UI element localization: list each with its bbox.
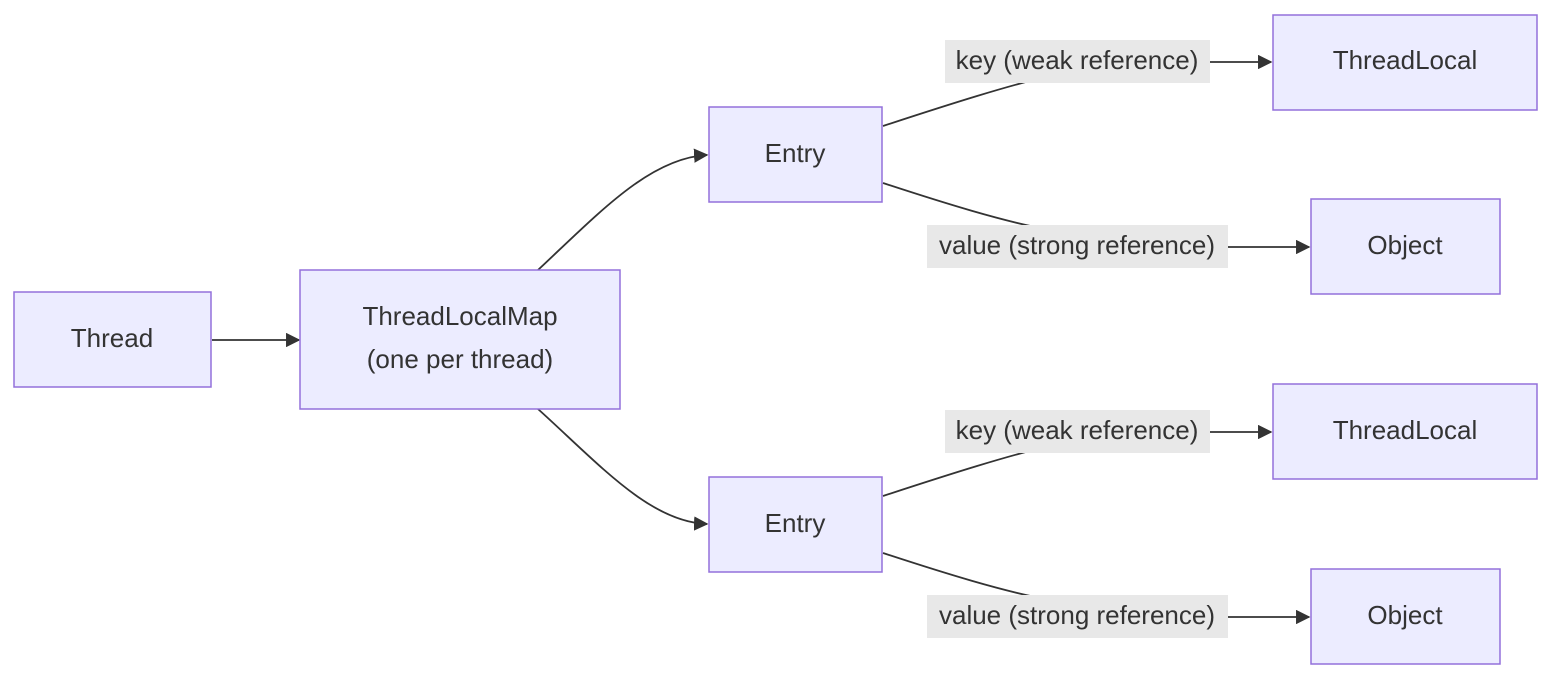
edge-entry1-value — [882, 182, 1041, 229]
edge-label-value-1-text: value (strong reference) — [939, 230, 1215, 260]
edges — [212, 54, 1311, 625]
node-entry-2-label: Entry — [765, 508, 826, 538]
edge-entry2-value — [882, 552, 1041, 599]
node-threadlocal-2: ThreadLocal — [1272, 383, 1538, 480]
edge-label-key-2: key (weak reference) — [945, 410, 1210, 453]
node-threadlocalmap: ThreadLocalMap (one per thread) — [299, 269, 621, 410]
edge-label-key-2-text: key (weak reference) — [956, 415, 1199, 445]
node-object-1: Object — [1310, 198, 1501, 295]
edge-label-key-1-text: key (weak reference) — [956, 45, 1199, 75]
node-entry-2: Entry — [708, 476, 883, 573]
edge-label-value-2: value (strong reference) — [927, 595, 1228, 638]
node-threadlocal-2-label: ThreadLocal — [1333, 415, 1478, 445]
edge-label-value-2-text: value (strong reference) — [939, 600, 1215, 630]
edge-label-key-1: key (weak reference) — [945, 40, 1210, 83]
edge-entry1-key — [882, 75, 1051, 127]
node-entry-1: Entry — [708, 106, 883, 203]
node-threadlocal-1: ThreadLocal — [1272, 14, 1538, 111]
node-object-2-label: Object — [1367, 600, 1443, 630]
node-thread: Thread — [13, 291, 212, 388]
edge-map-to-entry2 — [537, 408, 709, 531]
edge-label-value-1: value (strong reference) — [927, 225, 1228, 268]
node-threadlocal-1-label: ThreadLocal — [1333, 45, 1478, 75]
node-threadlocalmap-label: ThreadLocalMap — [362, 301, 557, 331]
node-thread-label: Thread — [71, 323, 153, 353]
node-object-1-label: Object — [1367, 230, 1443, 260]
node-threadlocalmap-sublabel: (one per thread) — [367, 344, 553, 374]
node-entry-1-label: Entry — [765, 138, 826, 168]
edge-entry2-key — [882, 445, 1051, 497]
edge-map-to-entry1 — [537, 148, 709, 271]
node-object-2: Object — [1310, 568, 1501, 665]
